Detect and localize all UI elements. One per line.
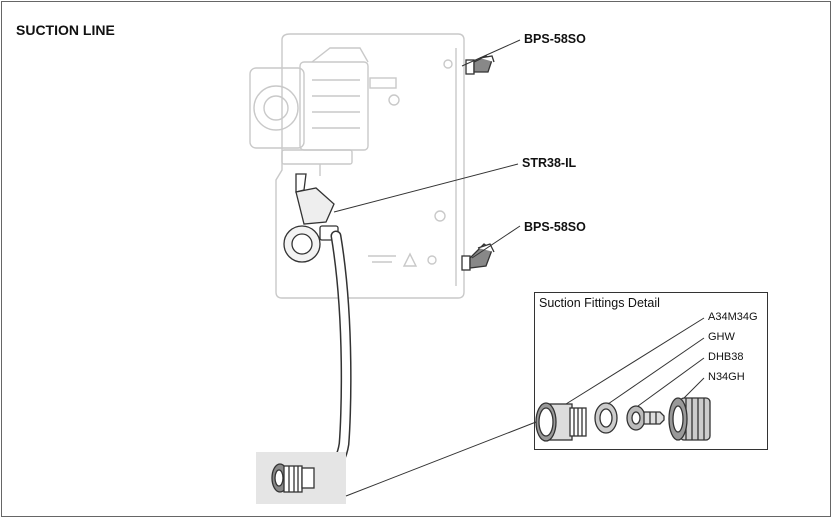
detail-title: Suction Fittings Detail: [539, 296, 660, 310]
part-label-washer: GHW: [708, 331, 735, 343]
valve-knob-top-icon: [465, 55, 495, 75]
hose-barb-icon: [626, 405, 665, 431]
pump-panel: [249, 33, 465, 299]
leader-lines: [333, 39, 537, 497]
detail-box: [534, 292, 768, 450]
callout-strainer: STR38-IL: [522, 156, 577, 170]
callout-valve-top: BPS-58SO: [524, 32, 586, 46]
part-label-adapter: A34M34G: [708, 311, 758, 323]
detail-leader-lines: [565, 317, 705, 407]
adapter-fitting-icon: [535, 402, 587, 442]
valve-knob-bottom-icon: [461, 243, 495, 271]
hose-nut-icon: [668, 397, 711, 441]
diagram-title: SUCTION LINE: [16, 22, 115, 38]
washer-icon: [594, 402, 618, 434]
part-label-nut: N34GH: [708, 371, 745, 383]
suction-fitting-icon: [271, 463, 315, 493]
callout-valve-bottom: BPS-58SO: [524, 220, 586, 234]
detail-parts: [535, 397, 711, 442]
part-label-hose-barb: DHB38: [708, 351, 744, 363]
inline-strainer-icon: [283, 173, 339, 263]
